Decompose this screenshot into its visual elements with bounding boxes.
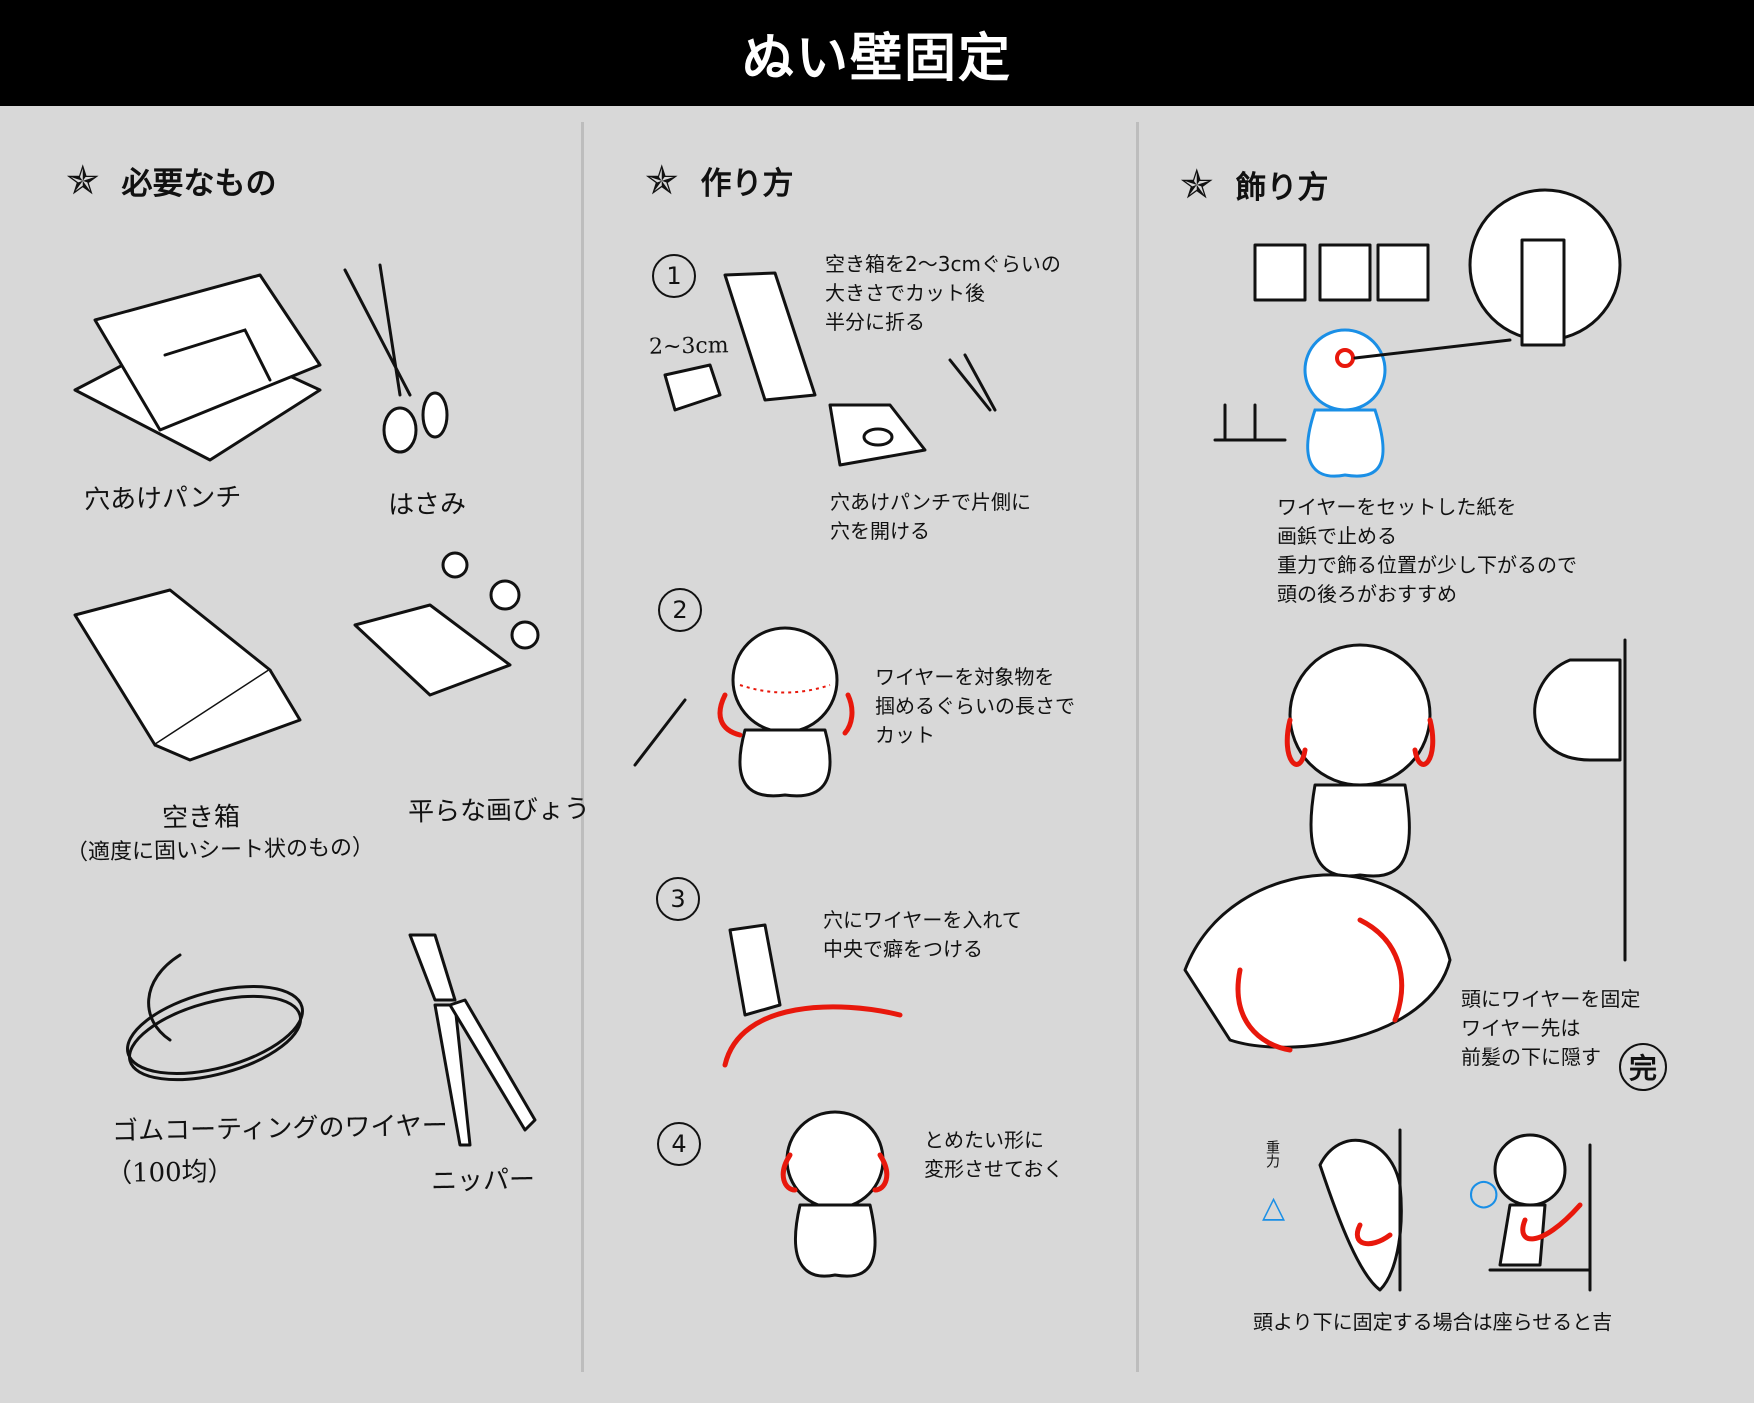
column-divider: [1136, 122, 1139, 1372]
display-text-2: 頭にワイヤーを固定 ワイヤー先は 前髪の下に隠す: [1461, 987, 1641, 1069]
nippers-illustration: [408, 933, 537, 1147]
section-heading-howto: ✯ 作り方: [645, 158, 794, 203]
column-divider: [581, 122, 584, 1372]
wall-mount-illustration: [1213, 188, 1622, 478]
header-bar: ぬい壁固定: [0, 0, 1754, 106]
item-label-thumbtack: 平らな画びょう: [407, 794, 591, 828]
display-text-1: ワイヤーをセットした紙を 画鋲で止める 重力で飾る位置が少し下がるので 頭の後ろ…: [1277, 495, 1577, 606]
wire-coil-illustration: [126, 953, 304, 1082]
sitting-comparison-illustration: [1318, 1128, 1592, 1292]
item-label-nippers: ニッパー: [430, 1165, 536, 1197]
item-label-hole-punch: 穴あけパンチ: [83, 482, 242, 516]
star-icon: ✯: [645, 157, 679, 204]
item-label-empty-box: 空き箱: [161, 802, 241, 834]
step-1-illustration: [663, 271, 997, 467]
item-label-scissors: はさみ: [387, 489, 467, 521]
step-3-illustration: [722, 923, 903, 1068]
heading-text: 飾り方: [1235, 170, 1329, 206]
hole-punch-illustration: [73, 273, 322, 462]
step-1-text-2: 穴あけパンチで片側に 穴を開ける: [830, 490, 1031, 543]
page-title: ぬい壁固定: [741, 28, 1012, 89]
section-heading-materials: ✯ 必要なもの: [66, 158, 277, 203]
step-4-illustration: [780, 1110, 890, 1278]
step-2-illustration: [633, 626, 855, 798]
step-number-4: 4: [657, 1122, 701, 1166]
item-note-wire: （100均）: [105, 1156, 234, 1190]
step-3-text: 穴にワイヤーを入れて 中央で癖をつける: [823, 908, 1022, 961]
scissors-illustration: [343, 263, 449, 454]
star-icon: ✯: [66, 157, 100, 204]
thumbtack-illustration: [353, 551, 540, 697]
good-mark: ○: [1468, 1172, 1500, 1213]
heading-text: 必要なもの: [121, 166, 277, 202]
item-note-empty-box: （適度に固いシート状のもの）: [65, 835, 375, 866]
display-example-illustration: [1183, 638, 1627, 1053]
star-icon: ✯: [1180, 161, 1214, 208]
step-2-text: ワイヤーを対象物を 掴めるぐらいの長さで カット: [875, 665, 1075, 747]
section-heading-display: ✯ 飾り方: [1180, 162, 1329, 207]
empty-box-illustration: [73, 588, 302, 762]
bad-mark: △: [1262, 1190, 1286, 1225]
step-1-text: 空き箱を2〜3cmぐらいの 大きさでカット後 半分に折る: [825, 252, 1061, 334]
step-4-text: とめたい形に 変形させておく: [924, 1128, 1064, 1181]
step-number-3: 3: [656, 877, 700, 921]
heading-text: 作り方: [700, 166, 794, 202]
step-number-2: 2: [658, 588, 702, 632]
item-label-wire: ゴムコーティングのワイヤー: [111, 1111, 448, 1147]
step-number-1: 1: [652, 254, 696, 298]
gravity-label: 重力: [1264, 1140, 1280, 1168]
display-text-3: 頭より下に固定する場合は座らせると吉: [1253, 1310, 1613, 1334]
done-mark: 完: [1619, 1043, 1667, 1091]
